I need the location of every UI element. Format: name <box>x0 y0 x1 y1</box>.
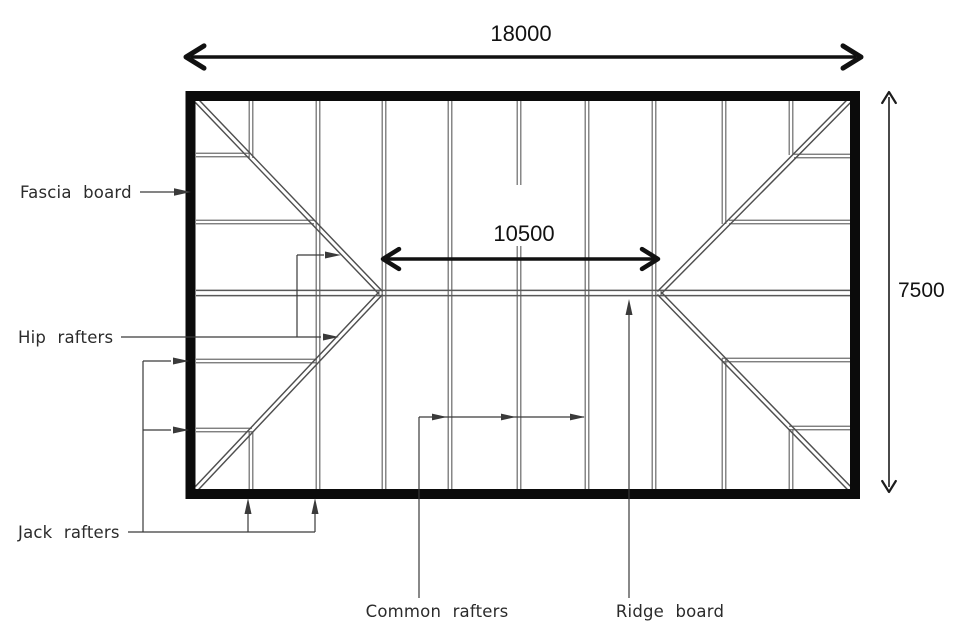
ridge-board-label: Ridge board <box>616 602 724 621</box>
dimension-ridge-length-value: 10500 <box>493 221 554 246</box>
common-rafters-label: Common rafters <box>366 602 509 621</box>
dimension-arrows <box>183 43 897 494</box>
jack-rafters-lines <box>196 101 851 489</box>
dimension-ridge-length: 10500 <box>493 221 554 246</box>
fascia-board-label: Fascia board <box>20 183 132 202</box>
dimension-overall-width-value: 7500 <box>898 279 945 302</box>
callout-labels: Fascia board Hip rafters Jack rafters Co… <box>17 183 724 621</box>
hip-rafters-lines <box>194 98 852 491</box>
hip-rafters-label: Hip rafters <box>18 328 113 347</box>
jack-rafters-label: Jack rafters <box>17 523 120 542</box>
leader-lines <box>121 188 633 598</box>
ridge-board-line <box>196 289 851 297</box>
dimension-overall-width: 7500 <box>898 279 945 302</box>
fascia-outline <box>185 91 860 499</box>
dimension-overall-length: 18000 <box>490 21 551 46</box>
dimension-overall-length-value: 18000 <box>490 21 551 46</box>
